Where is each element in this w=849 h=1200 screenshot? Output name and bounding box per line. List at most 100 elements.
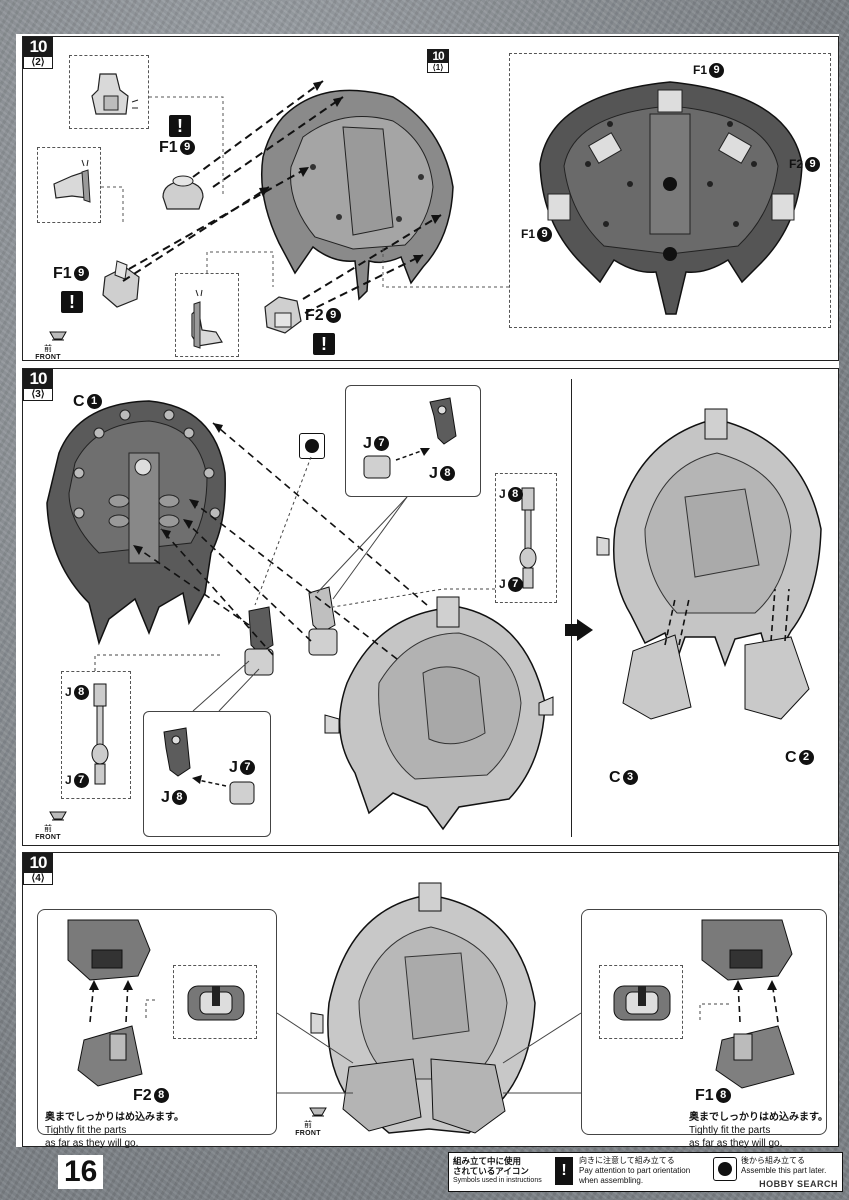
legend-orientation-text: 向きに注意して組み立てる Pay attention to part orien…	[579, 1156, 690, 1186]
step-badge: 10 ⟨3⟩	[23, 369, 53, 401]
step-substep: ⟨4⟩	[23, 873, 53, 885]
legend-orientation-icon: !	[555, 1157, 573, 1185]
joint-part-drawing	[91, 73, 139, 115]
part-number-circle: 9	[73, 266, 89, 282]
part-code: F1	[693, 63, 708, 77]
part-number-circle: 3	[622, 770, 638, 786]
legend-orientation-en1: Pay attention to part orientation	[579, 1166, 691, 1175]
watermark-logo: HOBBY SEARCH	[759, 1179, 838, 1189]
part-number-circle: 8	[507, 487, 523, 503]
part-c1-drawing	[46, 400, 226, 646]
part-number-circle: 7	[73, 773, 89, 789]
detail-box-left-foot	[37, 909, 277, 1135]
part-number-circle: 9	[709, 63, 725, 79]
part-code: J	[161, 789, 170, 806]
body-with-feet-drawing	[596, 408, 822, 720]
j7-j8-joint-drawing	[163, 727, 255, 805]
front-kanji: 前	[44, 824, 52, 833]
step-number: 10	[23, 853, 53, 873]
legend-later-icon	[713, 1157, 737, 1181]
part-code: C	[609, 769, 621, 786]
assemble-later-icon	[299, 433, 325, 459]
detail-box-j-vertical-right	[495, 473, 557, 603]
part-code: F2	[305, 307, 324, 324]
front-direction-icon: 前 FRONT	[31, 809, 67, 841]
warning-icon: !	[61, 291, 83, 313]
part-code: J	[499, 487, 506, 501]
symbols-legend: 組み立て中に使用 されているアイコン Symbols used in instr…	[448, 1152, 843, 1192]
note-en-line2: as far as they will go.	[689, 1138, 783, 1149]
legend-title: 組み立て中に使用 されているアイコン Symbols used in instr…	[453, 1156, 542, 1186]
step-badge: 10 ⟨2⟩	[23, 37, 53, 69]
panel-divider	[571, 379, 572, 837]
step-substep: ⟨3⟩	[23, 389, 53, 401]
step-number: 10	[23, 37, 53, 57]
front-word: FRONT	[295, 1130, 321, 1137]
body-rear-inner-drawing	[539, 81, 803, 315]
warning-icon: !	[169, 115, 191, 137]
callout-lines	[276, 1012, 582, 1094]
part-number-circle: 8	[715, 1088, 731, 1104]
part-number-circle: 9	[805, 157, 821, 173]
page-number: 16	[58, 1155, 104, 1189]
body-final-drawing	[310, 882, 536, 1134]
part-f19-top	[162, 175, 204, 210]
step-badge: 10 ⟨4⟩	[23, 853, 53, 885]
part-number-circle: 8	[73, 685, 89, 701]
legend-later-jp: 後から組み立てる	[741, 1156, 805, 1165]
joint-assembly-upper	[308, 586, 338, 656]
step-panel-10-2: 10 ⟨2⟩ 10 ⟨1⟩	[22, 36, 839, 361]
part-number-circle: 8	[439, 466, 455, 482]
detail-box-right-foot-top	[599, 965, 683, 1039]
part-number-circle: 8	[153, 1088, 169, 1104]
part-code: C	[785, 749, 797, 766]
detail-box-top-joint	[69, 55, 149, 129]
part-number-circle: 1	[86, 394, 102, 410]
assembly-arrows	[101, 80, 509, 314]
part-code: F1	[695, 1087, 714, 1104]
body-front-assembled-drawing	[324, 596, 554, 831]
part-number-circle: 9	[179, 140, 195, 156]
detail-box-j7-j8-bottom	[143, 711, 271, 837]
part-code: F1	[521, 227, 536, 241]
note-jp: 奥までしっかりはめ込みます。	[689, 1112, 828, 1123]
legend-later-text: 後から組み立てる Assemble this part later.	[741, 1156, 826, 1176]
legend-title-jp2: されているアイコン	[453, 1166, 529, 1176]
part-code: F1	[53, 265, 72, 282]
part-number-circle: 9	[325, 308, 341, 324]
part-code: J	[229, 759, 238, 776]
part-number-circle: 9	[537, 227, 553, 243]
joint-part-drawing	[53, 159, 91, 203]
part-code: C	[73, 393, 85, 410]
body-front-shell-drawing	[260, 89, 454, 301]
part-code: F1	[159, 139, 178, 156]
instruction-note-left: 奥までしっかりはめ込みます。 Tightly fit the parts as …	[45, 1111, 184, 1150]
part-f19-left	[102, 260, 140, 308]
j7-j8-joint-drawing	[363, 397, 457, 479]
part-code: J	[363, 435, 372, 452]
front-word: FRONT	[35, 834, 61, 841]
reference-step-substep: ⟨1⟩	[427, 63, 449, 73]
detail-box-left-joint	[37, 147, 101, 223]
step-substep: ⟨2⟩	[23, 57, 53, 69]
warning-icon: !	[313, 333, 335, 355]
front-arrow-icon	[298, 1105, 327, 1118]
next-step-arrow-icon	[565, 619, 593, 641]
front-direction-icon: 前 FRONT	[291, 1105, 327, 1137]
front-word: FRONT	[35, 354, 61, 361]
part-code: F2	[789, 157, 804, 171]
